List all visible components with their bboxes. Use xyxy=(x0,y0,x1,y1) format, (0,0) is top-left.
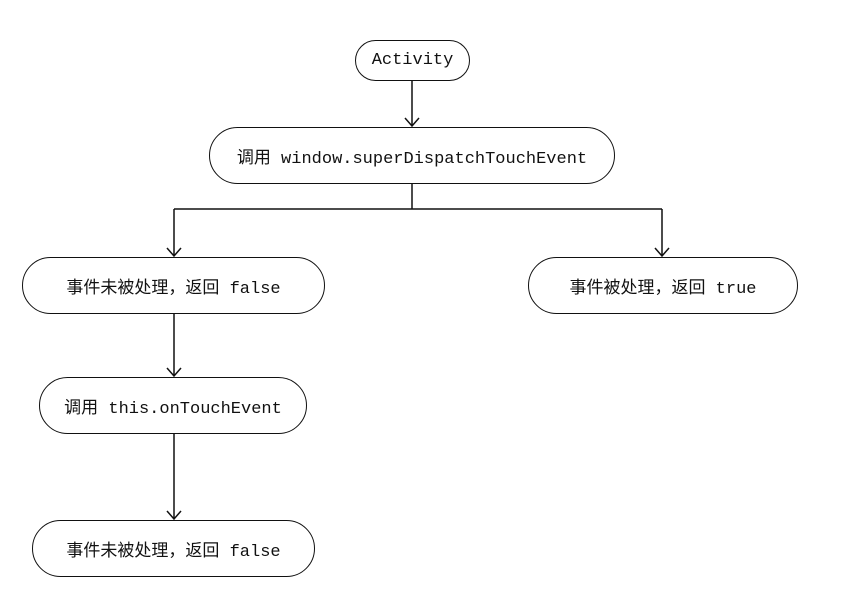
node-label: 调用 this.onTouchEvent xyxy=(64,399,282,419)
arrow-to-not-handled-2 xyxy=(166,434,182,521)
arrow-to-handled xyxy=(654,209,670,258)
arrow-to-on-touch xyxy=(166,314,182,378)
node-super-dispatch: 调用 window.superDispatchTouchEvent xyxy=(209,127,615,184)
branch-line xyxy=(174,184,662,210)
node-handled-true: 事件被处理，返回 true xyxy=(528,257,798,314)
node-label: 事件未被处理，返回 false xyxy=(66,279,281,299)
node-label: 事件被处理，返回 true xyxy=(569,279,757,299)
arrow-to-not-handled-1 xyxy=(166,209,182,258)
node-label: Activity xyxy=(371,51,454,70)
node-label: 调用 window.superDispatchTouchEvent xyxy=(236,149,588,169)
node-on-touch-event: 调用 this.onTouchEvent xyxy=(39,377,307,434)
node-not-handled-false: 事件未被处理，返回 false xyxy=(22,257,325,314)
node-activity: Activity xyxy=(355,40,470,81)
node-label: 事件未被处理，返回 false xyxy=(66,542,281,562)
arrow-activity-to-dispatch xyxy=(404,81,420,128)
node-final-not-handled-false: 事件未被处理，返回 false xyxy=(32,520,315,577)
